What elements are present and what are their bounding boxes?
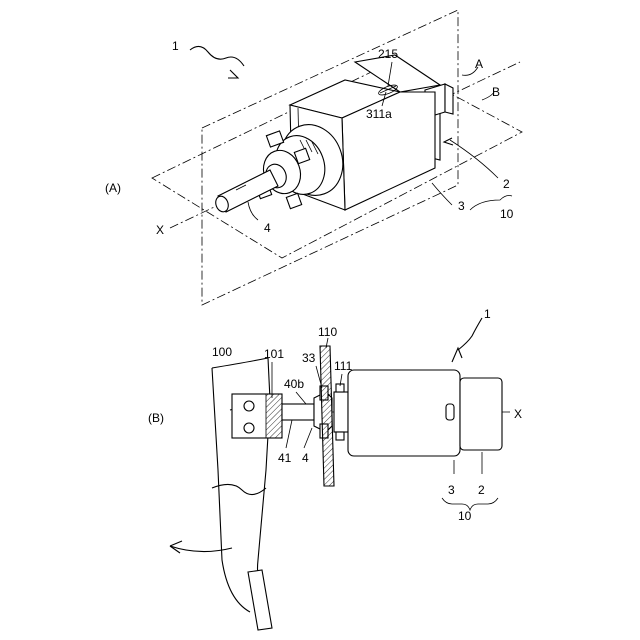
- ref-3-b: 3: [448, 483, 455, 497]
- panel-a-drawing: [152, 10, 522, 305]
- ref-33: 33: [302, 351, 316, 365]
- motion-arrowhead: [170, 541, 182, 553]
- collar-111: [334, 392, 348, 432]
- ref-1-b: 1: [484, 307, 491, 321]
- leader-ref-1-b: [458, 318, 482, 350]
- arrow-ref-1-b: [452, 348, 462, 362]
- housing-3-b: [348, 370, 460, 456]
- ref-101: 101: [264, 347, 284, 361]
- leader-40b: [296, 392, 306, 404]
- panel-a-label: (A): [105, 181, 121, 195]
- ref-10-a: 10: [500, 207, 514, 221]
- leader-41: [286, 420, 292, 448]
- shaft-4-b: [282, 404, 314, 420]
- contact-face-hatch: [266, 394, 282, 438]
- ref-10-b: 10: [458, 509, 472, 523]
- leader-2: [450, 140, 498, 178]
- ref-3-a: 3: [458, 199, 465, 213]
- leader-ref-1: [190, 46, 244, 66]
- arrow-ref-1: [228, 70, 238, 78]
- slot-b: [446, 404, 454, 420]
- break-line: [212, 484, 266, 494]
- ref-111: 111: [334, 359, 353, 373]
- leader-4-b: [304, 428, 312, 448]
- housing-2-b: [460, 378, 502, 450]
- ref-1-a: 1: [172, 39, 179, 53]
- collar-tab-lower: [336, 432, 344, 440]
- plane-b-label: B: [492, 85, 500, 99]
- axis-x-label-b: X: [514, 407, 522, 421]
- ref-40b: 40b: [284, 377, 304, 391]
- ref-2-a: 2: [503, 177, 510, 191]
- motion-arrow-line: [170, 546, 232, 552]
- ref-4-a: 4: [264, 221, 271, 235]
- ref-110: 110: [318, 325, 337, 339]
- bolt-hole-upper: [244, 401, 254, 411]
- leader-4-a: [248, 202, 258, 220]
- ref-215: 215: [378, 47, 398, 61]
- panel-b-label: (B): [148, 411, 164, 425]
- plane-a-label: A: [475, 57, 483, 71]
- ref-4-b: 4: [302, 451, 309, 465]
- bracket-plate-110: [320, 346, 334, 486]
- pedal-pad: [248, 570, 272, 630]
- axis-x-label-a: X: [156, 223, 164, 237]
- bolt-hole-lower: [244, 423, 254, 433]
- ref-2-b: 2: [478, 483, 485, 497]
- ref-41: 41: [278, 451, 292, 465]
- ref-100: 100: [212, 345, 232, 359]
- ref-311a: 311a: [366, 107, 392, 121]
- leader-3: [432, 183, 452, 205]
